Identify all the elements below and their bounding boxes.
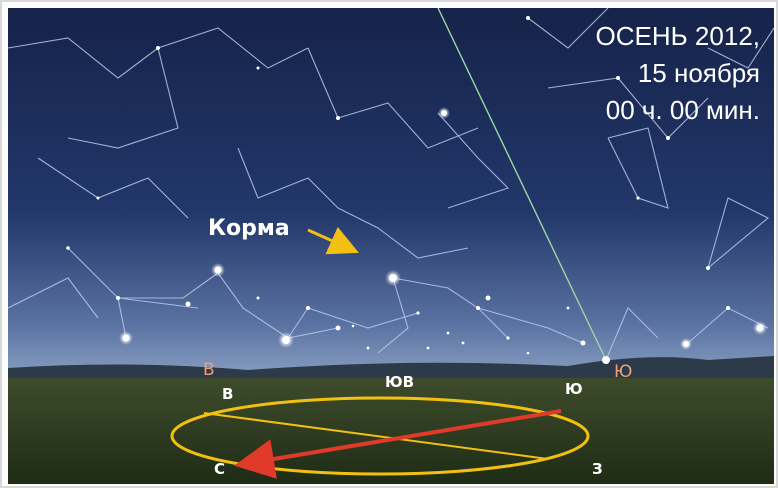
east-west-line (203, 412, 549, 460)
stars (66, 16, 767, 364)
south-north-arrow (234, 409, 562, 479)
compass-southeast: ЮВ (385, 373, 415, 391)
pointer-arrow (307, 226, 359, 255)
horizon-label-south: Ю (614, 362, 633, 382)
compass-west: З (592, 460, 603, 478)
caption-date: 15 ноября (637, 58, 760, 88)
caption-time: 00 ч. 00 мин. (605, 95, 760, 125)
constellation-lines (8, 8, 774, 361)
caption-season: ОСЕНЬ 2012, (595, 21, 760, 51)
horizon-ellipse (170, 396, 590, 476)
horizon-label-east: В (203, 360, 215, 380)
compass-south: Ю (565, 380, 583, 398)
date-time-caption: ОСЕНЬ 2012, 15 ноября 00 ч. 00 мин. (596, 18, 760, 129)
distant-hills (8, 356, 774, 380)
ground (8, 378, 774, 484)
sky (8, 8, 774, 380)
compass-north: С (214, 460, 226, 478)
sky-chart: ОСЕНЬ 2012, 15 ноября 00 ч. 00 мин. Корм… (8, 8, 774, 484)
constellation-label: Корма (208, 216, 290, 241)
compass-east: В (222, 385, 234, 403)
sky-illustration (8, 8, 774, 484)
ecliptic-line (437, 8, 607, 361)
